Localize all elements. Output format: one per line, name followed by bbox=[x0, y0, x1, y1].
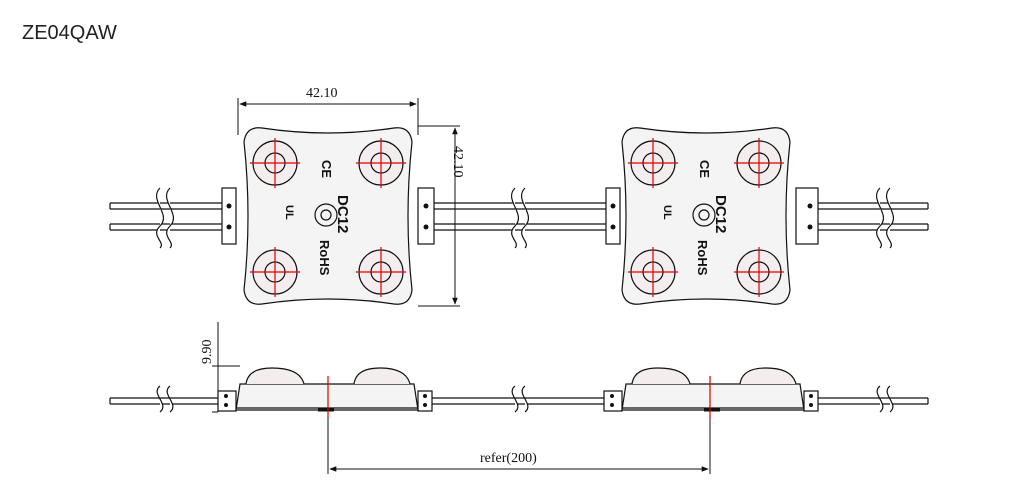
mounting-hole bbox=[314, 203, 338, 227]
page-title: ZE04QAW bbox=[22, 22, 117, 44]
ul-mark: UL bbox=[283, 205, 295, 220]
led-module-side-1 bbox=[217, 367, 433, 412]
dimension-width bbox=[237, 98, 419, 135]
dimension-spacing-label: refer(200) bbox=[480, 451, 537, 466]
mounting-hole bbox=[692, 203, 716, 227]
dimension-thickness-label: 9.90 bbox=[200, 340, 215, 365]
dimension-thickness bbox=[212, 322, 240, 413]
side-view bbox=[109, 322, 929, 474]
wire-break-left bbox=[156, 187, 174, 249]
ce-mark: CE bbox=[319, 160, 334, 178]
top-view: CE DC12 UL RoHS bbox=[109, 98, 929, 307]
center-lines bbox=[327, 376, 711, 418]
rohs-mark: RoHS bbox=[317, 240, 332, 276]
led-module-side-2 bbox=[603, 367, 819, 412]
wire-break-right bbox=[876, 187, 894, 249]
dimension-spacing bbox=[327, 418, 711, 474]
rohs-mark: RoHS bbox=[695, 240, 710, 276]
led-dome bbox=[631, 367, 691, 385]
led-dome bbox=[353, 367, 411, 385]
led-module-1: CE DC12 UL RoHS bbox=[221, 127, 435, 305]
dimension-width-label: 42.10 bbox=[306, 86, 338, 101]
dimension-height bbox=[418, 125, 460, 307]
led-dome bbox=[245, 367, 305, 385]
led-dome bbox=[739, 367, 797, 385]
voltage-mark: DC12 bbox=[712, 195, 729, 233]
wire-break-middle bbox=[511, 187, 529, 249]
led-crosshairs bbox=[628, 138, 784, 297]
wire-right bbox=[818, 202, 929, 231]
ul-mark: UL bbox=[661, 205, 673, 220]
wire-left-1 bbox=[109, 202, 222, 231]
led-crosshairs bbox=[250, 138, 406, 297]
ce-mark: CE bbox=[697, 160, 712, 178]
dimension-height-label: 42.10 bbox=[450, 146, 465, 178]
wire-middle bbox=[434, 202, 606, 231]
voltage-mark: DC12 bbox=[334, 195, 351, 233]
led-module-2: CE DC12 UL RoHS bbox=[605, 127, 819, 305]
